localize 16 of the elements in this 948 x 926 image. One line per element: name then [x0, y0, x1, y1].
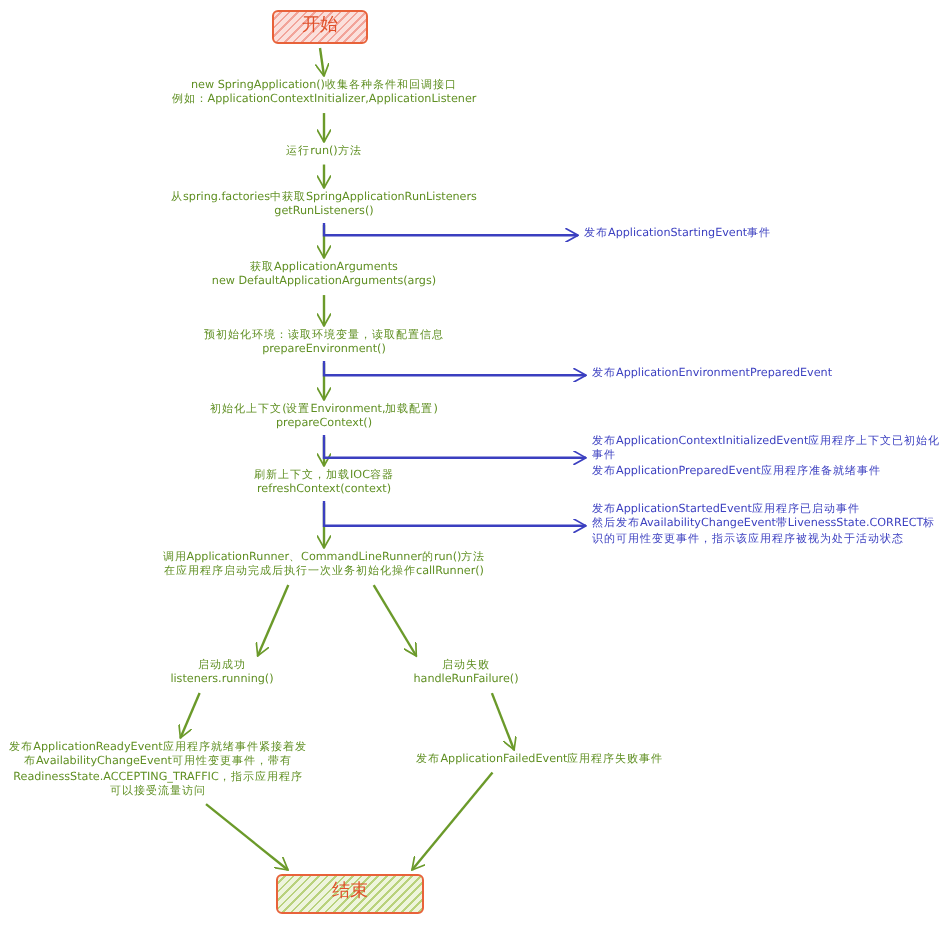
arrow [316, 113, 332, 143]
arrow [411, 771, 494, 871]
end-box: 结束 [276, 874, 424, 914]
arrow [314, 47, 330, 77]
arrow [205, 803, 289, 871]
start-box: 开始 [272, 10, 368, 44]
arrow [178, 692, 201, 739]
arrow [490, 692, 517, 751]
arrow [255, 584, 290, 657]
arrow [372, 584, 418, 657]
arrow [316, 295, 332, 327]
arrow [316, 164, 332, 189]
arrow [322, 223, 579, 244]
arrow [322, 435, 587, 466]
arrow [322, 361, 587, 384]
arrow [322, 501, 587, 534]
